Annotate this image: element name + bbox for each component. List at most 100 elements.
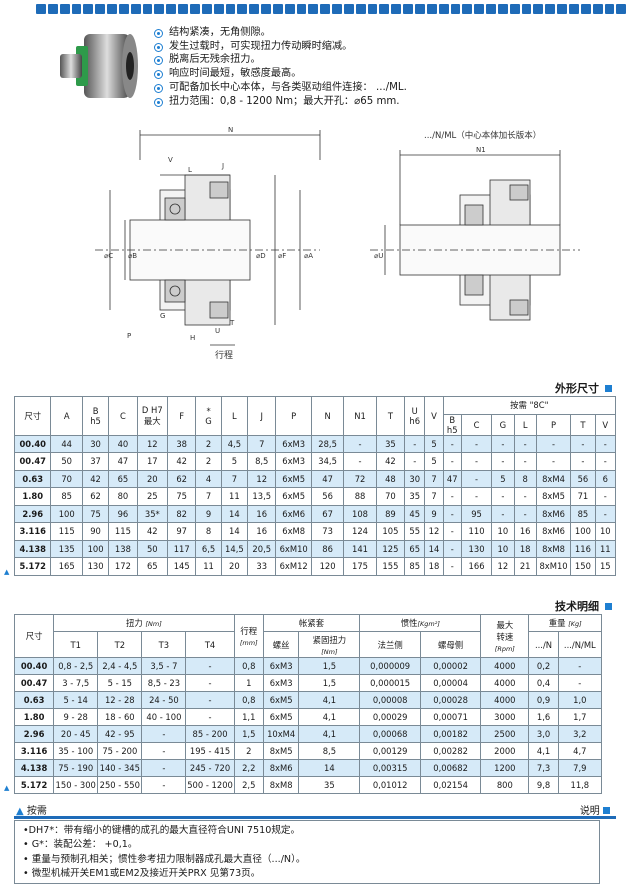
header-size: 尺寸: [13, 396, 52, 436]
technical-drawing: N L J V H U T P G ⌀C ⌀B ⌀D ⌀F ⌀A 行程 .../…: [95, 126, 580, 361]
table-cell: 6xM12: [275, 557, 312, 576]
table-cell: 47: [442, 469, 462, 488]
size-cell: 2.96: [13, 504, 52, 523]
table-cell: 56: [310, 487, 345, 506]
header-P: P: [275, 396, 312, 436]
table-cell: 0,00682: [419, 759, 482, 777]
dim-label-H: H: [190, 334, 195, 342]
table-cell: 42: [81, 469, 110, 488]
header-weight-NML: .../N/ML: [557, 631, 603, 658]
table-cell: 18: [424, 557, 444, 576]
table-cell: 6: [594, 469, 617, 488]
table-cell: 0,00182: [419, 725, 482, 743]
table-cell: 4000: [480, 691, 530, 709]
table-cell: 145: [166, 557, 197, 576]
table-cell: 117: [166, 539, 197, 558]
table-cell: 250 - 550: [97, 776, 143, 794]
dim-label-F: ⌀F: [278, 252, 286, 260]
table-cell: 11: [195, 557, 222, 576]
table-cell: -: [513, 452, 537, 471]
table-cell: 116: [570, 539, 596, 558]
table-cell: 7: [195, 487, 222, 506]
table-cell: -: [442, 434, 462, 453]
feature-list: 结构紧凑，无角侧隙。 发生过载时，可实现扭力传动瞬时缩减。 脱离后无残余扭力。 …: [153, 26, 407, 108]
table-cell: 8xM5: [535, 487, 572, 506]
table-cell: 48: [375, 469, 406, 488]
dim-label-U: U: [215, 327, 220, 335]
table-cell: 42: [166, 452, 197, 471]
table-cell: 0,00071: [419, 708, 482, 726]
table-cell: 9: [424, 504, 444, 523]
dim-label-D: ⌀D: [256, 252, 266, 260]
table-cell: 8xM6: [535, 504, 572, 523]
size-cell: 4.138: [13, 539, 52, 558]
section-title-technical: 技术明细: [555, 598, 612, 614]
table-cell: -: [570, 452, 596, 471]
on-request-marker-icon: ▲: [4, 568, 10, 576]
table-cell: 5 - 15: [97, 674, 143, 692]
table-cell: 20: [220, 557, 249, 576]
table-cell: 42 - 95: [97, 725, 143, 743]
table-cell: 65: [404, 539, 426, 558]
table-cell: 3,0: [528, 725, 559, 743]
table-cell: 6xM10: [275, 539, 312, 558]
table-cell: 35*: [136, 504, 169, 523]
table-cell: 155: [375, 557, 406, 576]
table-cell: 2: [195, 434, 222, 453]
table-cell: 0,00129: [359, 742, 421, 760]
table-cell: 40 - 100: [141, 708, 187, 726]
table-cell: -: [442, 539, 462, 558]
table-cell: 12: [247, 469, 277, 488]
table-cell: 8xM8: [535, 539, 572, 558]
header-torque: 扭力 [Nm]: [53, 614, 235, 632]
size-cell: 3.116: [13, 742, 55, 760]
table-cell: 30: [81, 434, 110, 453]
table-cell: 2,5: [233, 776, 264, 794]
table-cell: 3,2: [557, 725, 603, 743]
header-T2: T2: [97, 631, 143, 658]
table-cell: 45: [404, 504, 426, 523]
table-cell: 0,9: [528, 691, 559, 709]
table-cell: -: [442, 557, 462, 576]
table-cell: 82: [166, 504, 197, 523]
table-cell: 85: [404, 557, 426, 576]
table-cell: 0,000015: [359, 674, 421, 692]
table-cell: 8xM6: [262, 759, 300, 777]
table-cell: 0,00315: [359, 759, 421, 777]
table-cell: 110: [460, 522, 493, 541]
table-cell: 5: [491, 469, 515, 488]
table-cell: 245 - 720: [185, 759, 235, 777]
table-cell: 6xM5: [275, 469, 312, 488]
table-cell: -: [442, 522, 462, 541]
table-cell: 20,5: [247, 539, 277, 558]
table-cell: 108: [343, 504, 377, 523]
table-cell: 75: [166, 487, 197, 506]
header-nut-side: 螺母侧: [419, 631, 482, 658]
note-line: • 微型机械开关EM1或EM2及接近开关PRX 见第73页。: [23, 868, 261, 880]
table-cell: 150 - 300: [53, 776, 99, 794]
table-cell: -: [557, 674, 603, 692]
table-cell: 40: [108, 434, 138, 453]
header-N: N: [310, 396, 345, 436]
table-cell: 6xM6: [275, 504, 312, 523]
table-cell: 50: [50, 452, 83, 471]
table-cell: -: [594, 452, 617, 471]
table-cell: 85: [50, 487, 83, 506]
table-cell: 75 - 190: [53, 759, 99, 777]
table-cell: 85: [570, 504, 596, 523]
table-cell: -: [557, 657, 603, 675]
table-cell: 2,4 - 4,5: [97, 657, 143, 675]
table-cell: 14: [220, 522, 249, 541]
header-N1: N1: [343, 396, 377, 436]
table-cell: 73: [310, 522, 345, 541]
table-cell: 17: [136, 452, 169, 471]
table-cell: 95: [460, 504, 493, 523]
table-cell: 0,01012: [359, 776, 421, 794]
table-cell: 8,5: [298, 742, 361, 760]
table-cell: 10: [594, 522, 617, 541]
table-cell: 80: [108, 487, 138, 506]
